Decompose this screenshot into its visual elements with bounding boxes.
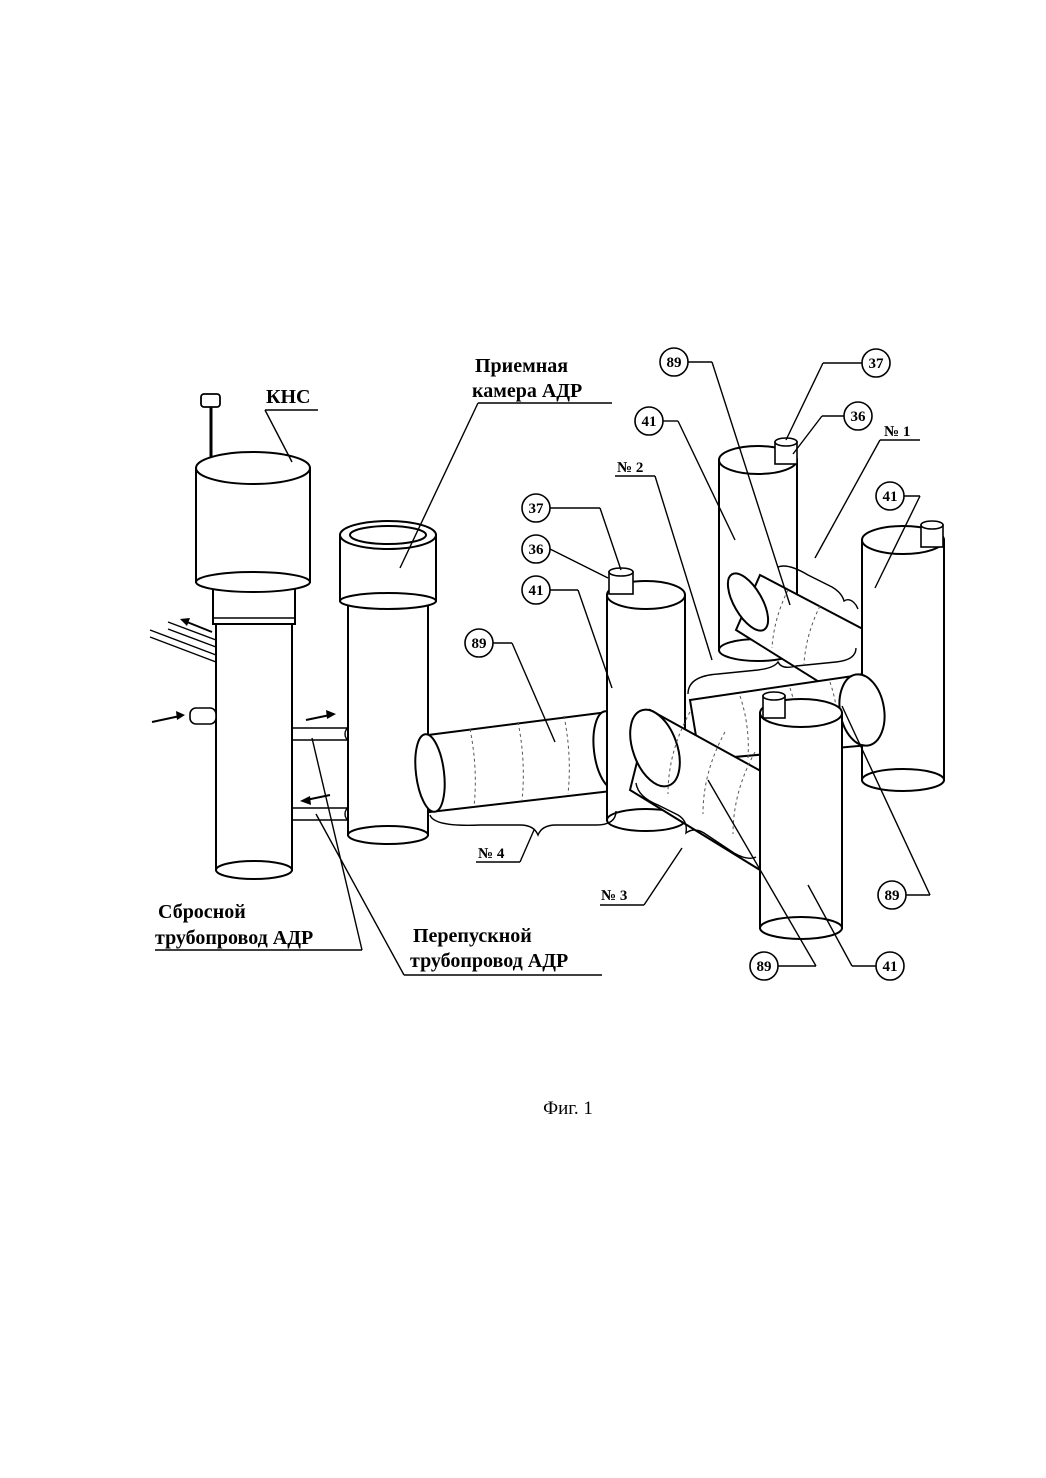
label-kns: КНС — [266, 386, 311, 408]
label-discharge-pipe-line1: Сбросной — [158, 901, 246, 923]
arrow-icon — [151, 711, 185, 723]
callout-text: 37 — [869, 356, 885, 372]
callout-text: 41 — [642, 414, 657, 430]
callout-89-left: 89 — [464, 628, 494, 658]
brace-section-2 — [687, 647, 857, 695]
receiving-chamber — [339, 520, 437, 845]
connecting-pipes — [292, 710, 354, 821]
leader-lines — [155, 361, 931, 976]
callout-89-top: 89 — [659, 347, 689, 377]
callout-text: 89 — [472, 636, 487, 652]
callout-text: 41 — [883, 959, 898, 975]
label-discharge-pipe-line2: трубопровод АДР — [155, 927, 313, 949]
callout-36-top: 36 — [843, 401, 873, 431]
callout-41-center: 41 — [521, 575, 551, 605]
callout-37-top: 37 — [861, 348, 891, 378]
arrow-icon — [180, 618, 213, 633]
callout-37-center: 37 — [521, 493, 551, 523]
callout-text: 36 — [529, 542, 545, 558]
label-receiving-chamber-line2: камера АДР — [472, 380, 582, 402]
brace-section-4 — [429, 810, 617, 837]
pipe-section-4 — [414, 710, 628, 814]
label-section-3: № 3 — [601, 888, 627, 904]
callout-text: 37 — [529, 501, 545, 517]
arrow-icon — [305, 710, 336, 721]
callout-text: 41 — [529, 583, 544, 599]
callout-text: 89 — [885, 888, 900, 904]
label-section-2: № 2 — [617, 460, 643, 476]
callout-36-center: 36 — [521, 534, 551, 564]
callout-text: 89 — [757, 959, 772, 975]
label-bypass-pipe-line1: Перепускной — [413, 925, 532, 947]
figure-caption: Фиг. 1 — [543, 1098, 593, 1119]
column-right — [861, 520, 945, 792]
callout-text: 89 — [667, 355, 682, 371]
pipe-section-3 — [628, 708, 770, 872]
brace-section-3 — [635, 782, 757, 860]
callout-text: 36 — [851, 409, 867, 425]
label-receiving-chamber-line1: Приемная — [475, 355, 568, 377]
callout-41-top: 41 — [634, 406, 664, 436]
kns-station — [149, 393, 311, 880]
callout-41-right: 41 — [875, 481, 905, 511]
label-section-4: № 4 — [478, 846, 505, 862]
callout-89-bottom: 89 — [749, 951, 779, 981]
brace-section-1 — [777, 565, 859, 610]
label-bypass-pipe-line2: трубопровод АДР — [410, 950, 568, 972]
label-section-1: № 1 — [884, 424, 910, 440]
callout-89-right: 89 — [877, 880, 907, 910]
callout-text: 41 — [883, 489, 898, 505]
column-front — [759, 691, 843, 940]
callout-41-bottom: 41 — [875, 951, 905, 981]
